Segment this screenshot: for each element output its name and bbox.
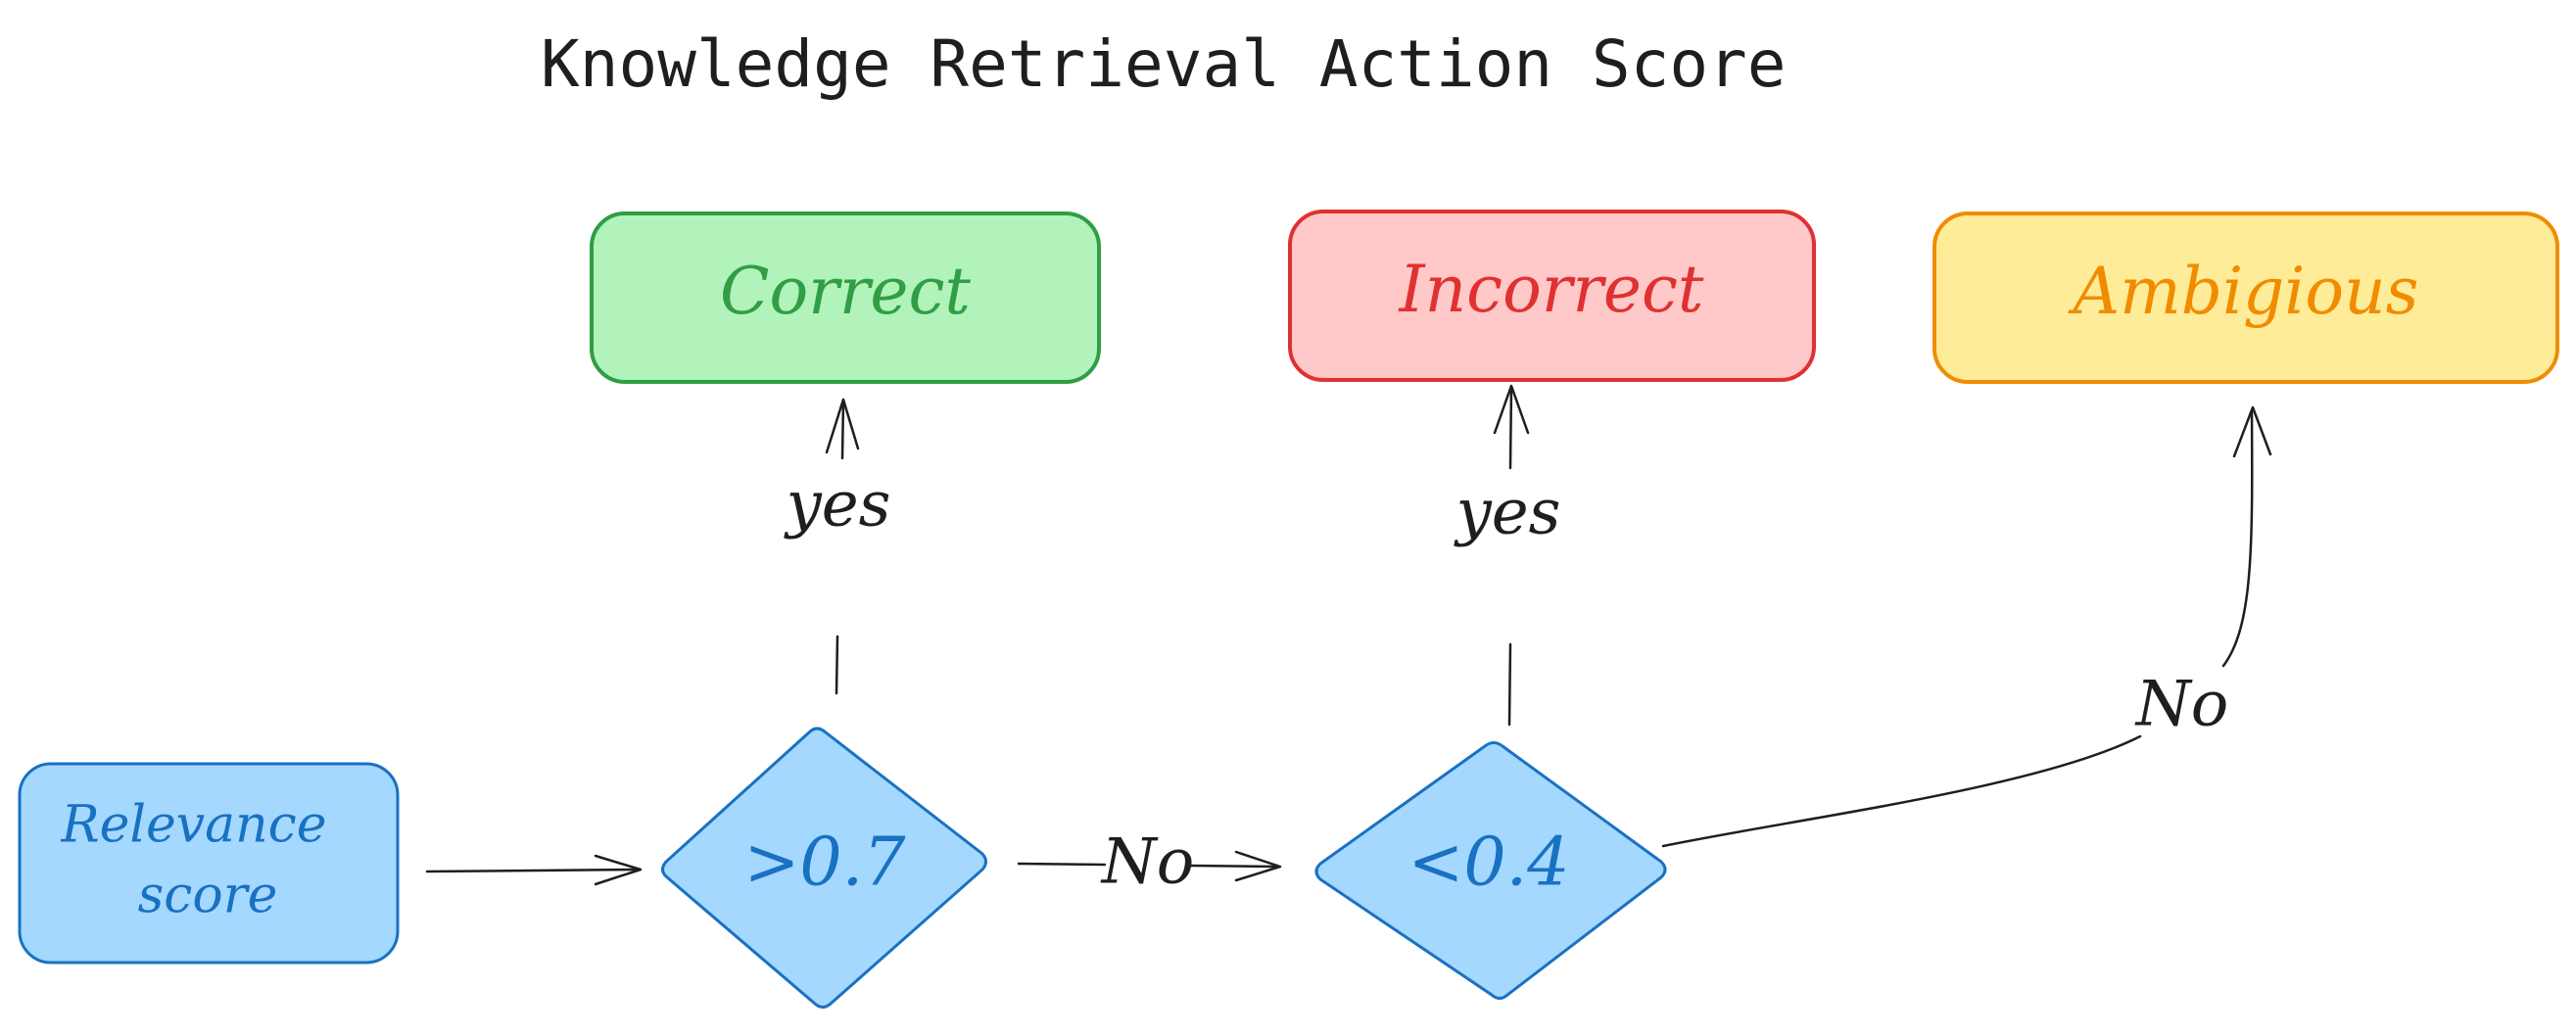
- edge-start-to-high: [425, 854, 643, 886]
- edge-start-to-high-arrowhead: [594, 854, 643, 886]
- edge-label-low-yes: yes: [1454, 477, 1561, 549]
- outcome-correct[interactable]: Correct: [590, 212, 1101, 384]
- outcome-incorrect-label: Incorrect: [1399, 252, 1704, 327]
- node-relevance-score-box: [18, 762, 400, 965]
- edge-high-to-low-arrowhead: [1234, 850, 1282, 882]
- node-relevance-score-label-line1: Relevance: [60, 796, 326, 855]
- decision-high-diamond: [661, 727, 987, 1009]
- edge-high-to-correct: [825, 398, 860, 695]
- node-relevance-score-label-line2: score: [138, 867, 278, 925]
- decision-low-label: <0.4: [1407, 824, 1569, 902]
- edge-low-to-incorrect-line-lower: [1507, 642, 1512, 727]
- edge-high-to-low-line-right: [1189, 864, 1280, 869]
- outcome-correct-label: Correct: [720, 254, 971, 329]
- diagram-title: Knowledge Retrieval Action Score: [541, 26, 1787, 102]
- edge-low-to-ambiguous-line-upper: [2221, 409, 2254, 668]
- edge-label-low-no: No: [2134, 669, 2229, 741]
- node-relevance-score[interactable]: Relevance score: [18, 762, 400, 965]
- outcome-incorrect[interactable]: Incorrect: [1288, 210, 1816, 382]
- edge-start-to-high-line: [425, 868, 641, 873]
- edge-low-to-ambiguous-arrowhead: [2232, 405, 2272, 458]
- edge-low-to-ambiguous: [1661, 405, 2272, 848]
- decision-high-threshold[interactable]: >0.7: [661, 727, 987, 1009]
- outcome-ambiguous-label: Ambigious: [2067, 254, 2418, 329]
- outcome-ambiguous-box: [1932, 212, 2559, 384]
- decision-high-label: >0.7: [743, 824, 906, 902]
- edge-high-to-correct-arrowhead: [825, 398, 860, 454]
- edge-high-to-low-line-left: [1017, 862, 1107, 867]
- edge-low-to-incorrect-arrowhead: [1493, 384, 1530, 435]
- decision-low-threshold[interactable]: <0.4: [1314, 741, 1667, 1000]
- edge-label-high-no: No: [1100, 826, 1195, 899]
- edge-high-to-correct-line-lower: [835, 635, 839, 695]
- edge-high-to-low: [1017, 850, 1282, 882]
- outcome-ambiguous[interactable]: Ambigious: [1932, 212, 2559, 384]
- edge-low-to-incorrect-line-upper: [1508, 386, 1513, 470]
- edge-high-to-correct-line-upper: [840, 400, 845, 460]
- outcome-incorrect-box: [1288, 210, 1816, 382]
- decision-low-diamond: [1314, 741, 1667, 1000]
- edge-low-to-incorrect: [1493, 384, 1530, 727]
- outcome-correct-box: [590, 212, 1101, 384]
- edge-low-to-ambiguous-line-lower: [1661, 734, 2142, 848]
- edge-label-high-yes: yes: [784, 469, 891, 542]
